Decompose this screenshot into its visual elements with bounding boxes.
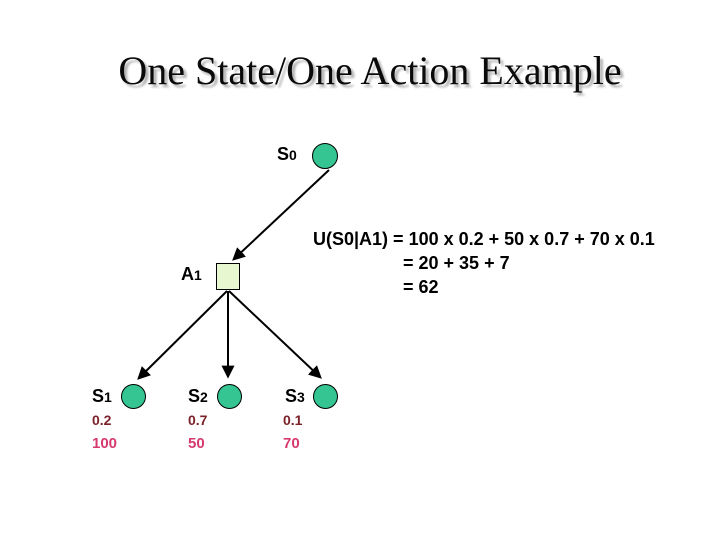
node-label-a1: A1 <box>181 265 202 284</box>
node-label-s3: S3 <box>285 387 305 406</box>
edge-s0-to-a1 <box>232 169 330 261</box>
node-label-s2-sub: 2 <box>200 389 208 405</box>
state-node-s2 <box>217 384 242 409</box>
node-label-s0: S0 <box>277 145 297 164</box>
utility-equation: U(S0|A1) = 100 x 0.2 + 50 x 0.7 + 70 x 0… <box>313 227 655 299</box>
node-label-s2-main: S <box>188 386 201 406</box>
node-label-s1: S1 <box>92 387 112 406</box>
probability-s3: 0.1 <box>283 412 303 428</box>
node-label-s3-main: S <box>285 386 298 406</box>
edge-a1-to-s3 <box>228 290 322 379</box>
state-node-s3 <box>313 384 338 409</box>
probability-s2: 0.7 <box>188 412 208 428</box>
node-label-s0-sub: 0 <box>289 147 297 163</box>
node-label-s2: S2 <box>188 387 208 406</box>
node-label-s1-sub: 1 <box>104 389 112 405</box>
action-node-a1 <box>216 263 240 290</box>
state-node-s0 <box>312 143 338 169</box>
reward-s3: 70 <box>283 435 300 452</box>
node-label-a1-main: A <box>181 264 194 284</box>
probability-s1: 0.2 <box>92 412 112 428</box>
edge-a1-to-s1 <box>137 290 228 380</box>
utility-equation-line-1: U(S0|A1) = 100 x 0.2 + 50 x 0.7 + 70 x 0… <box>313 229 655 249</box>
node-label-s1-main: S <box>92 386 105 406</box>
utility-equation-line-2: = 20 + 35 + 7 <box>403 253 510 273</box>
node-label-s0-main: S <box>277 144 290 164</box>
utility-equation-line-3: = 62 <box>403 277 439 297</box>
slide-title: One State/One Action Example <box>118 48 622 93</box>
state-node-s1 <box>121 384 146 409</box>
node-label-s3-sub: 3 <box>297 389 305 405</box>
reward-s2: 50 <box>188 435 205 452</box>
reward-s1: 100 <box>92 435 118 452</box>
node-label-a1-sub: 1 <box>194 267 202 283</box>
